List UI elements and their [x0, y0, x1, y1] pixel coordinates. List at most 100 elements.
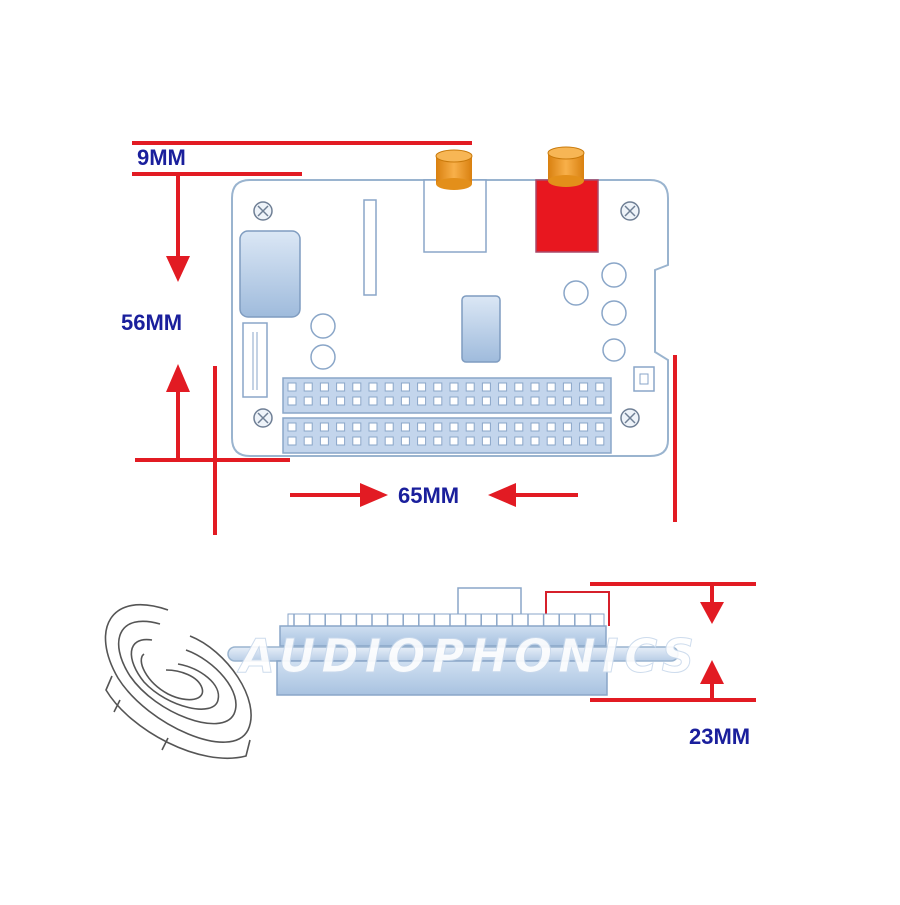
- gpio-pin: [481, 436, 491, 446]
- gpio-pin: [514, 396, 524, 406]
- label-stack-height: 23MM: [689, 724, 751, 749]
- gpio-pin: [319, 382, 329, 392]
- gpio-pin: [546, 382, 556, 392]
- side-lower-header: [276, 660, 608, 696]
- gpio-pin: [384, 436, 394, 446]
- gpio-pin: [336, 436, 346, 446]
- dimension-lines-side: [590, 582, 756, 702]
- small-connector: [633, 366, 655, 392]
- gpio-header-upper: [282, 377, 612, 414]
- gpio-pin: [433, 436, 443, 446]
- gpio-pin: [368, 422, 378, 432]
- gpio-pin: [530, 396, 540, 406]
- width-arrow-right-head: [488, 483, 516, 507]
- gpio-pin: [546, 422, 556, 432]
- gpio-pin: [514, 436, 524, 446]
- gpio-pin: [481, 382, 491, 392]
- gpio-pin: [303, 382, 313, 392]
- gpio-pin: [319, 396, 329, 406]
- capacitor-1: [310, 313, 336, 339]
- rca-jack-right: [535, 146, 599, 253]
- gpio-pin: [449, 436, 459, 446]
- label-height-offset: 9MM: [137, 145, 186, 170]
- gpio-pin: [530, 382, 540, 392]
- gpio-pin: [465, 422, 475, 432]
- mounting-hole-top-right: [620, 201, 640, 221]
- side-pin-row-top: [293, 614, 592, 626]
- watermark-text: AUDIOPHONICS: [237, 629, 700, 683]
- label-board-height: 56MM: [121, 310, 183, 335]
- side-header-pins-top: [287, 613, 605, 627]
- gpio-pin: [514, 422, 524, 432]
- gpio-pin: [579, 396, 589, 406]
- gpio-pin: [319, 436, 329, 446]
- gpio-pin: [433, 382, 443, 392]
- gpio-pin: [384, 396, 394, 406]
- capacitor-5: [601, 300, 627, 326]
- gpio-pin: [595, 382, 605, 392]
- gpio-pin: [595, 436, 605, 446]
- gpio-pin: [400, 436, 410, 446]
- gpio-pin: [368, 396, 378, 406]
- gpio-pin: [562, 422, 572, 432]
- gpio-pin: [400, 422, 410, 432]
- height-arrow-up-head: [166, 364, 190, 392]
- capacitor-3: [563, 280, 589, 306]
- ic-chip-large: [239, 230, 301, 318]
- gpio-pin: [546, 436, 556, 446]
- side-rca-right: [545, 591, 610, 626]
- gpio-pin: [449, 382, 459, 392]
- gpio-pin: [336, 382, 346, 392]
- gpio-pin: [400, 396, 410, 406]
- gpio-pin: [417, 422, 427, 432]
- board-top-view: [231, 146, 669, 457]
- gpio-pin: [481, 422, 491, 432]
- gpio-pin: [352, 422, 362, 432]
- gpio-pin: [465, 382, 475, 392]
- gpio-pin: [498, 436, 508, 446]
- gpio-pin: [481, 396, 491, 406]
- gpio-pin: [562, 382, 572, 392]
- gpio-pin: [498, 396, 508, 406]
- gpio-pin: [384, 422, 394, 432]
- label-board-width: 65MM: [398, 483, 460, 508]
- capacitor-2: [310, 344, 336, 370]
- mounting-hole-bottom-left: [253, 408, 273, 428]
- rca-jack-left: [423, 149, 487, 253]
- gpio-pin: [433, 396, 443, 406]
- gpio-pin: [287, 436, 297, 446]
- gpio-pin: [546, 396, 556, 406]
- gpio-pin: [562, 396, 572, 406]
- gpio-pin: [465, 396, 475, 406]
- gpio-pin: [514, 382, 524, 392]
- gpio-pin: [336, 396, 346, 406]
- gpio-pin: [595, 422, 605, 432]
- gpio-pin: [352, 436, 362, 446]
- side-header: [242, 322, 268, 398]
- gpio-pin: [336, 422, 346, 432]
- gpio-pin: [352, 382, 362, 392]
- gpio-pin: [579, 436, 589, 446]
- gpio-pin: [595, 396, 605, 406]
- gpio-pin: [303, 422, 313, 432]
- gpio-pin: [465, 436, 475, 446]
- gpio-pin: [579, 422, 589, 432]
- gpio-pin: [530, 436, 540, 446]
- capacitor-6: [602, 338, 626, 362]
- gpio-pin: [530, 422, 540, 432]
- ic-chip-center: [461, 295, 501, 363]
- gpio-pin: [384, 382, 394, 392]
- gpio-pin: [579, 382, 589, 392]
- gpio-pin: [287, 396, 297, 406]
- gpio-pin: [449, 422, 459, 432]
- gpio-pin: [287, 422, 297, 432]
- gpio-pin: [287, 382, 297, 392]
- stack-arrow-down-head: [700, 602, 724, 624]
- board-side-view: [227, 587, 679, 696]
- dimension-lines-top: [132, 141, 677, 535]
- gpio-pin: [368, 382, 378, 392]
- gpio-pin: [417, 436, 427, 446]
- gpio-pin: [562, 436, 572, 446]
- mounting-hole-top-left: [253, 201, 273, 221]
